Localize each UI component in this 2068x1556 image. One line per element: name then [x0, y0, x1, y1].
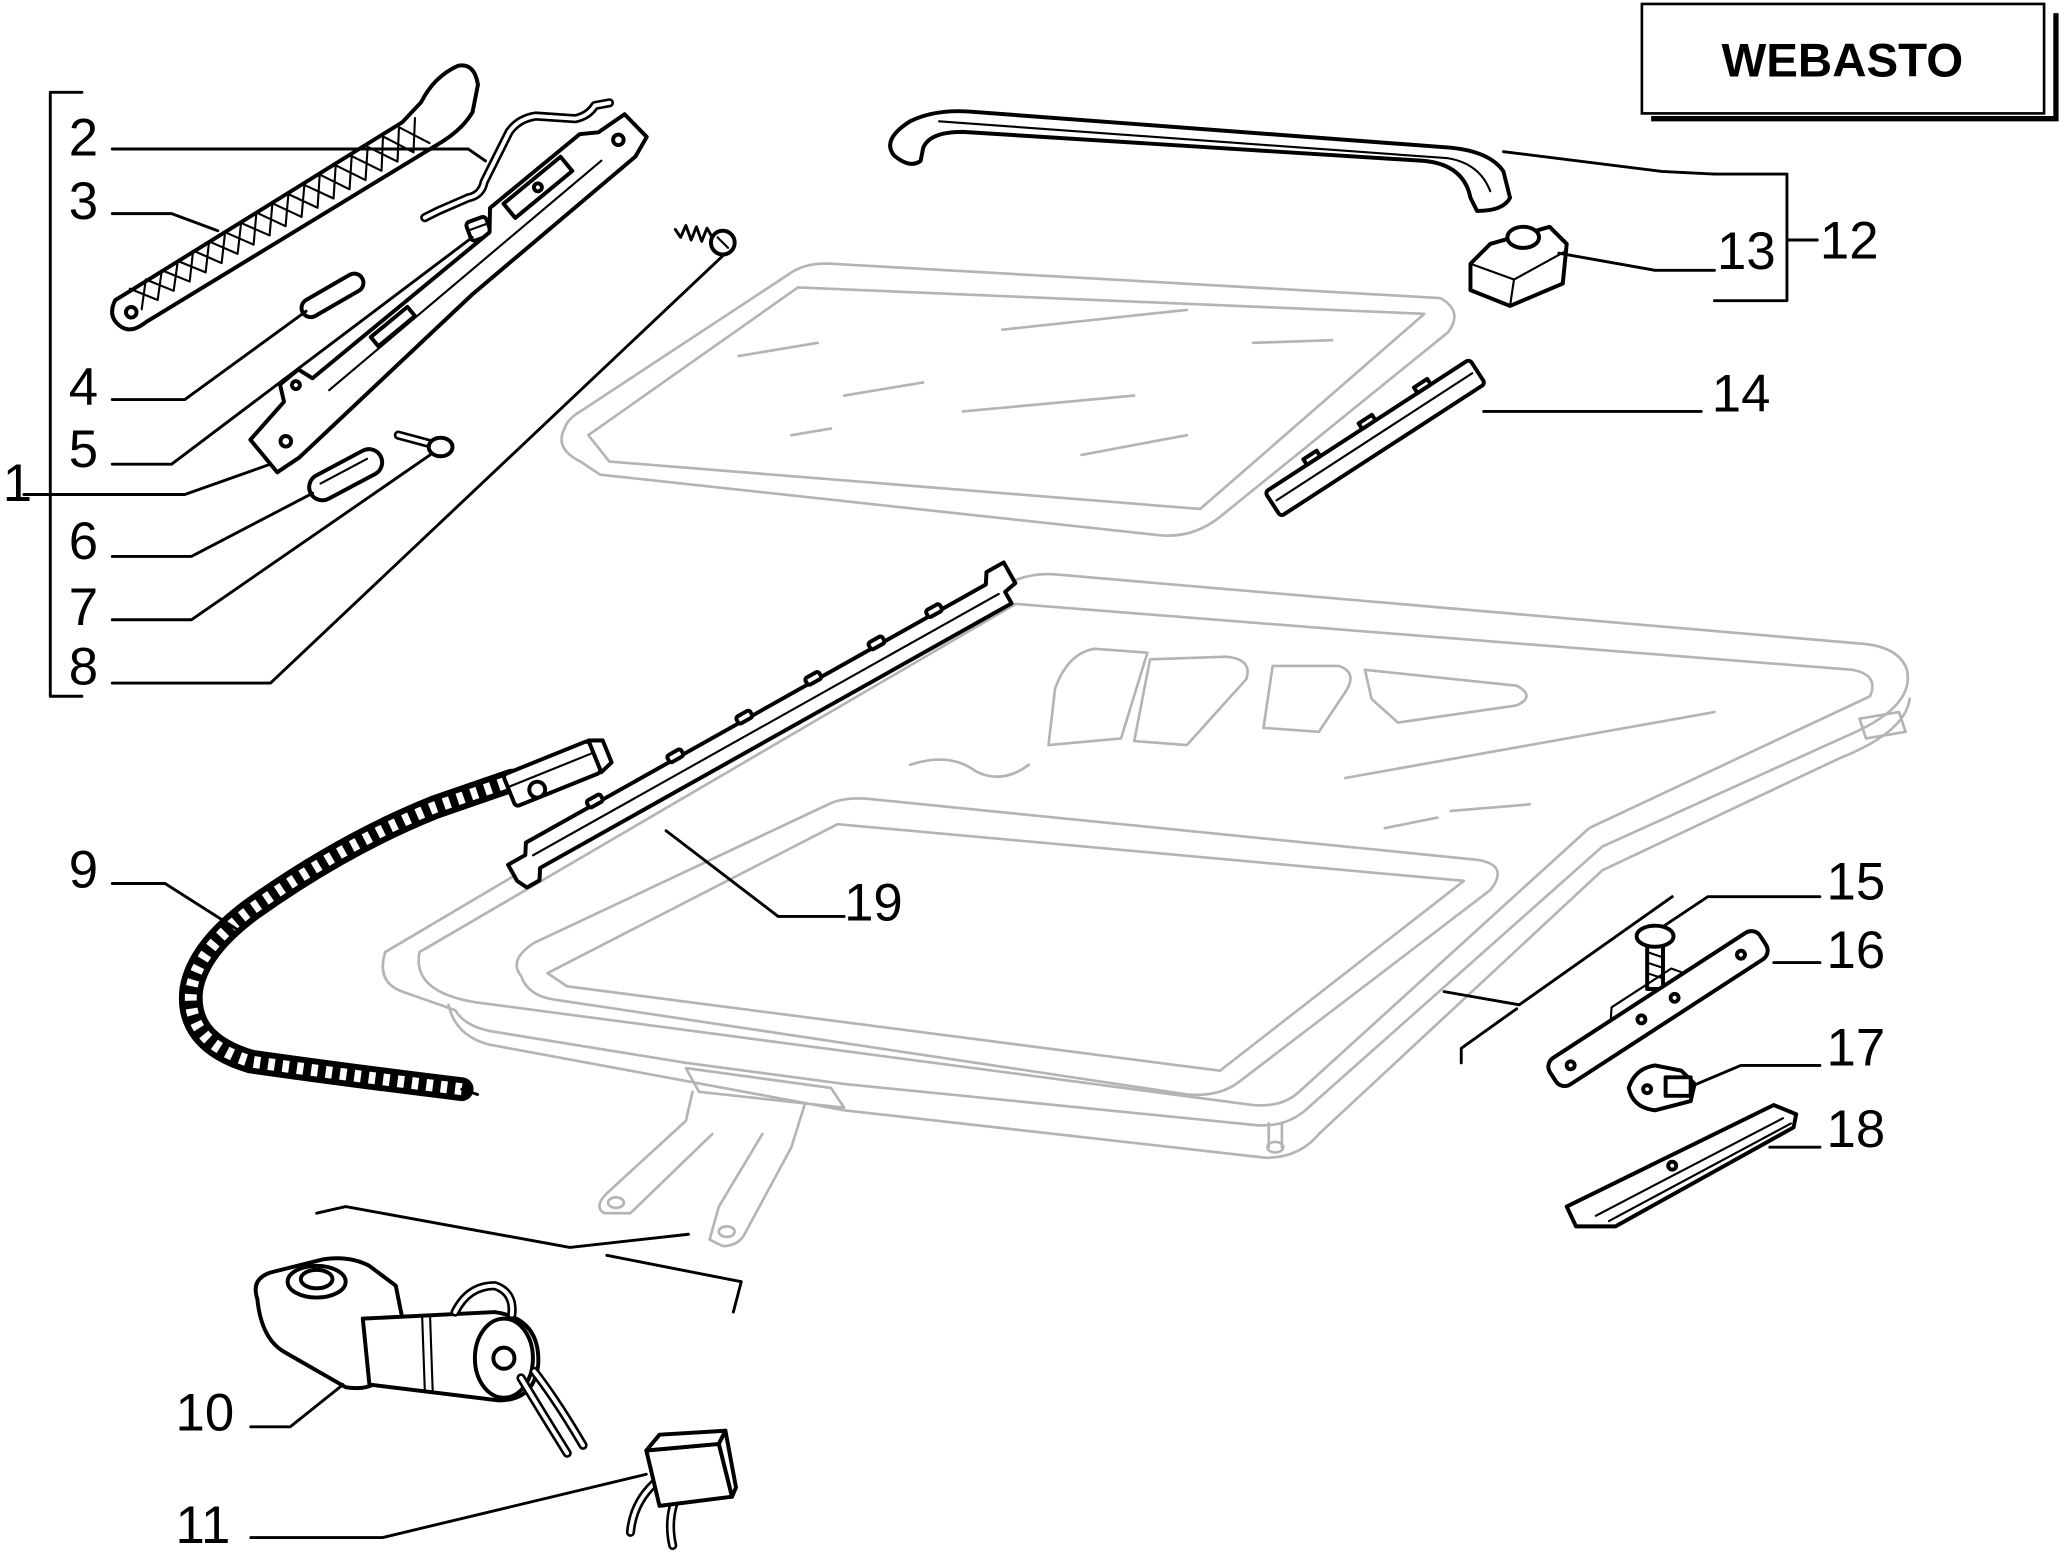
callout-7-leader — [110, 453, 432, 622]
part-19-rail — [506, 560, 1018, 890]
assembly-lines — [315, 895, 1674, 1314]
part-16-plate — [1546, 929, 1770, 1089]
callout-13-leader — [1557, 251, 1716, 272]
brand-box: WEBASTO — [1640, 2, 2059, 122]
bracket-right-group-12 — [1712, 172, 1789, 303]
callout-14: 14 — [1712, 364, 1771, 423]
callout-3: 3 — [69, 172, 98, 231]
part-12-deflector — [888, 109, 1513, 213]
roof-frame — [381, 572, 1911, 1248]
brand-label: WEBASTO — [1721, 34, 1963, 87]
callout-10-leader — [249, 1383, 345, 1429]
part-7-bolt — [393, 430, 455, 459]
part-18-slide-plate — [1564, 1103, 1799, 1229]
callout-5: 5 — [69, 420, 98, 479]
part-17-clip — [1626, 1063, 1697, 1113]
callout-18: 18 — [1827, 1100, 1886, 1159]
callout-11-leader — [249, 1472, 648, 1539]
part-4-pad — [299, 271, 366, 320]
part-9-drive-cable — [178, 738, 614, 1102]
callout-6-leader — [110, 491, 315, 558]
callout-17: 17 — [1827, 1018, 1886, 1077]
callout-13: 13 — [1717, 222, 1776, 281]
callout-2-leader — [110, 147, 487, 163]
part-13-block — [1468, 224, 1569, 308]
callout-19: 19 — [844, 873, 903, 932]
callout-9-leader — [110, 882, 239, 932]
callout-15-leader — [1662, 895, 1822, 928]
glass-panel — [560, 262, 1456, 537]
callout-2: 2 — [69, 109, 98, 168]
callout-4-leader — [110, 309, 308, 401]
part-14-strip — [1264, 358, 1486, 517]
callout-4: 4 — [69, 358, 98, 417]
cable-connector — [502, 738, 614, 808]
part-8-screw — [673, 224, 737, 257]
callout-1-leader — [22, 462, 272, 496]
callout-3-leader — [110, 212, 220, 233]
callout-10: 10 — [176, 1384, 235, 1443]
callout-12: 12 — [1820, 211, 1879, 270]
callout-12-leader — [1501, 150, 1716, 176]
callout-8-leader — [110, 254, 725, 685]
callout-19-leader — [664, 829, 846, 918]
part-10-motor — [253, 1256, 588, 1458]
callout-5-leader — [110, 235, 474, 466]
part-1-guide-rail — [248, 112, 649, 475]
bracket-left-group-1 — [48, 90, 84, 698]
callout-8: 8 — [69, 637, 98, 696]
part-11-relay — [625, 1428, 738, 1551]
callout-17-leader — [1689, 1064, 1822, 1089]
callout-11: 11 — [176, 1496, 231, 1555]
part-6-pad — [307, 447, 385, 503]
callout-6: 6 — [69, 512, 98, 571]
callout-1: 1 — [3, 454, 32, 513]
callout-16: 16 — [1827, 921, 1886, 980]
callout-7: 7 — [69, 578, 98, 637]
part-3-lattice-arm — [110, 63, 480, 332]
callout-15: 15 — [1827, 852, 1886, 911]
part-2-wire — [420, 98, 615, 223]
callout-9: 9 — [69, 840, 98, 899]
